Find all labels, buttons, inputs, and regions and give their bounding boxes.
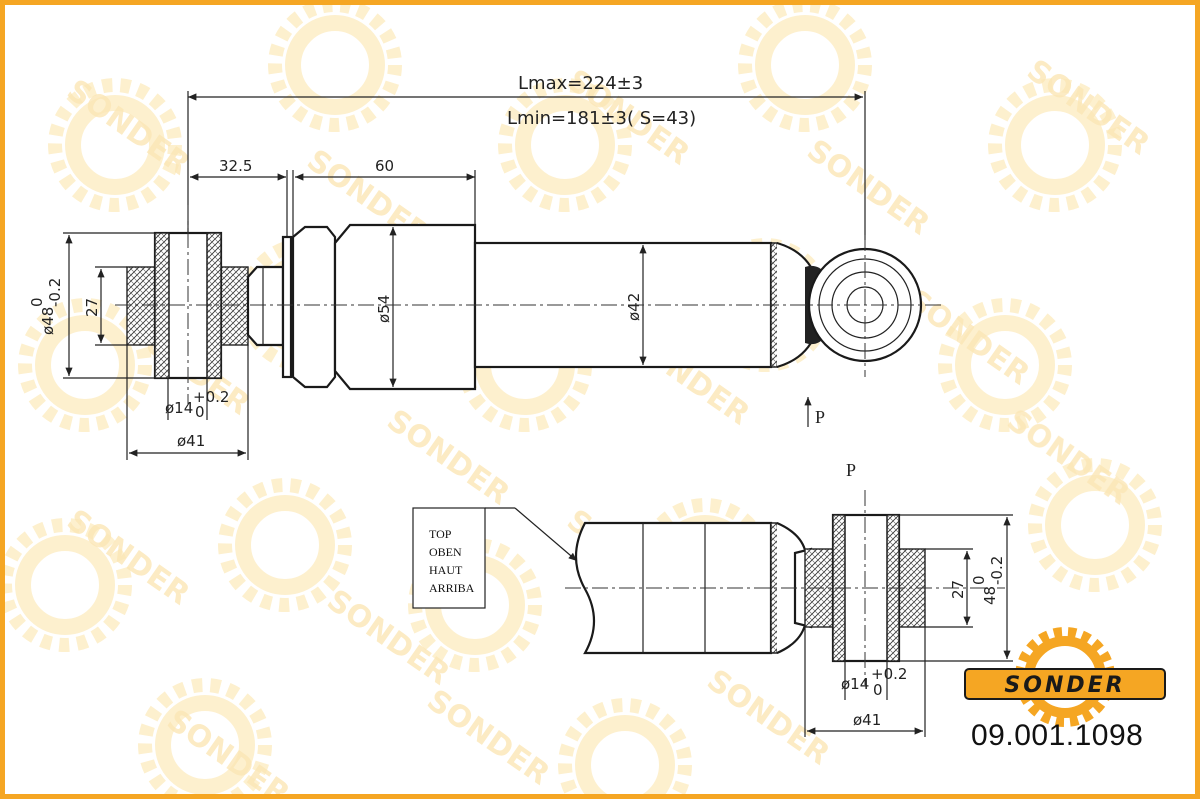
svg-text:SONDER: SONDER <box>380 403 515 512</box>
dimension-32-5: 32.5 <box>219 157 252 175</box>
left-eye-diameter-48: ø48 <box>39 307 57 335</box>
orientation-arriba: ARRIBA <box>429 581 475 595</box>
left-eye-d48-tol-upper: 0 <box>28 297 46 307</box>
left-bushing-outer <box>126 266 158 346</box>
lmax-label: Lmax=224±3 <box>518 73 643 94</box>
svg-text:-0.2: -0.2 <box>988 556 1006 585</box>
svg-text:0: 0 <box>873 681 883 699</box>
piston-rod <box>246 265 285 347</box>
lmin-label: Lmin=181±3( S=43) <box>507 108 696 129</box>
orientation-haut: HAUT <box>429 563 463 577</box>
part-number: 09.001.1098 <box>971 719 1143 752</box>
detail-eye-dia-41: ø41 <box>853 711 881 729</box>
orientation-top: TOP <box>429 527 452 541</box>
svg-text:SONDER: SONDER <box>800 133 935 242</box>
left-eye-height-27: 27 <box>83 298 101 317</box>
svg-text:+0.2: +0.2 <box>871 665 907 683</box>
shock-absorber-main-view: Lmax=224±3 Lmin=181±3( S=43) 32.5 60 ø48… <box>28 73 945 460</box>
left-eye-dia-41: ø41 <box>177 432 205 450</box>
detail-eye-dia-48: 48 <box>981 586 999 605</box>
tube-dia-54: ø54 <box>375 295 393 323</box>
logo-bar <box>964 668 1166 700</box>
technical-drawing: SONDER SONDER SONDER SONDER SONDER SONDE… <box>5 5 1166 794</box>
detail-view-p: P TOP OBEN HAUT ARRIBA 27 <box>412 460 1013 737</box>
dimension-60: 60 <box>375 157 394 175</box>
left-eye-d48-tol-lower: -0.2 <box>46 278 64 307</box>
svg-text:+0.2: +0.2 <box>193 388 229 406</box>
outer-tube-54 <box>333 223 477 391</box>
logo-text: SONDER <box>1004 673 1125 698</box>
left-eye-pin-dia-14: ø14 <box>165 399 193 417</box>
sonder-logo: SONDER <box>964 627 1166 727</box>
orientation-oben: OBEN <box>429 545 462 559</box>
svg-text:0: 0 <box>195 403 205 421</box>
detail-eye-height-27: 27 <box>949 580 967 599</box>
svg-text:SONDER: SONDER <box>420 683 555 792</box>
view-marker-p: P <box>815 407 825 427</box>
svg-text:0: 0 <box>970 575 988 585</box>
dust-cover <box>291 225 337 389</box>
washer-plate <box>281 235 293 379</box>
detail-view-title: P <box>846 460 856 480</box>
svg-text:SONDER: SONDER <box>700 663 835 772</box>
cylinder-dia-42: ø42 <box>625 293 643 321</box>
orientation-label-box <box>412 507 486 609</box>
svg-text:SONDER: SONDER <box>60 503 195 612</box>
detail-eye-pin-dia-14: ø14 <box>841 675 869 693</box>
